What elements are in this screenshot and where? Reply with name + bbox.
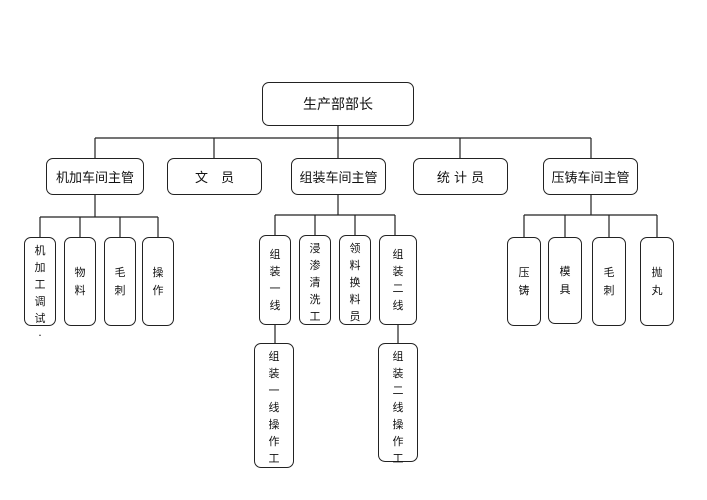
diecast-label: 压 铸 (518, 266, 541, 297)
node-diecast-deburr: 毛 刺 (592, 237, 626, 326)
statistician-label: 统 计 员 (436, 171, 485, 186)
node-diecast-supervisor: 压铸车间主管 (543, 158, 638, 195)
material-changer-label: 领料换料员 (349, 242, 361, 324)
machining-operate-label: 操 作 (152, 266, 175, 297)
assembly-supervisor-label: 组装车间主管 (299, 171, 378, 186)
node-assembly-supervisor: 组装车间主管 (291, 158, 386, 195)
node-machining-supervisor: 机加车间主管 (46, 158, 144, 195)
machining-debug-label: 机加工调试· (34, 244, 46, 343)
node-machining-operate: 操 作 (142, 237, 175, 326)
diecast-deburr-label: 毛 刺 (603, 266, 626, 297)
line-1-operator-label: 组装一线操作工 (268, 350, 280, 466)
shot-blast-label: 抛 丸 (651, 266, 674, 297)
node-line-1-operator: 组装一线操作工 (254, 343, 294, 468)
node-material-changer: 领料换料员 (339, 235, 371, 325)
node-statistician: 统 计 员 (413, 158, 508, 195)
impregnation-cleaner-label: 浸渗清洗工 (309, 242, 321, 324)
node-clerk: 文 员 (167, 158, 262, 195)
root-label: 生产部部长 (303, 97, 373, 113)
node-machining-debug: 机加工调试· (24, 237, 56, 342)
assembly-line-1-label: 组装一线 (269, 247, 281, 313)
node-shot-blast: 抛 丸 (640, 237, 674, 326)
node-assembly-line-1: 组装一线 (259, 235, 291, 325)
node-diecast: 压 铸 (507, 237, 541, 326)
diecast-supervisor-label: 压铸车间主管 (551, 171, 630, 186)
node-line-2-operator: 组装二线操作工 (378, 343, 418, 465)
node-assembly-line-2: 组装二线 (379, 235, 417, 325)
node-machining-material: 物 料 (64, 237, 97, 326)
machining-deburr-label: 毛 刺 (114, 266, 137, 297)
line-2-operator-label: 组装二线操作工 (392, 350, 404, 466)
assembly-line-2-label: 组装二线 (392, 247, 404, 313)
node-mold: 模 具 (548, 237, 582, 324)
clerk-label: 文 员 (194, 171, 234, 186)
machining-material-label: 物 料 (74, 266, 97, 297)
node-impregnation-cleaner: 浸渗清洗工 (299, 235, 331, 325)
node-machining-deburr: 毛 刺 (104, 237, 137, 326)
root-node-production-director: 生产部部长 (262, 82, 414, 126)
machining-supervisor-label: 机加车间主管 (55, 171, 134, 186)
mold-label: 模 具 (559, 265, 582, 296)
